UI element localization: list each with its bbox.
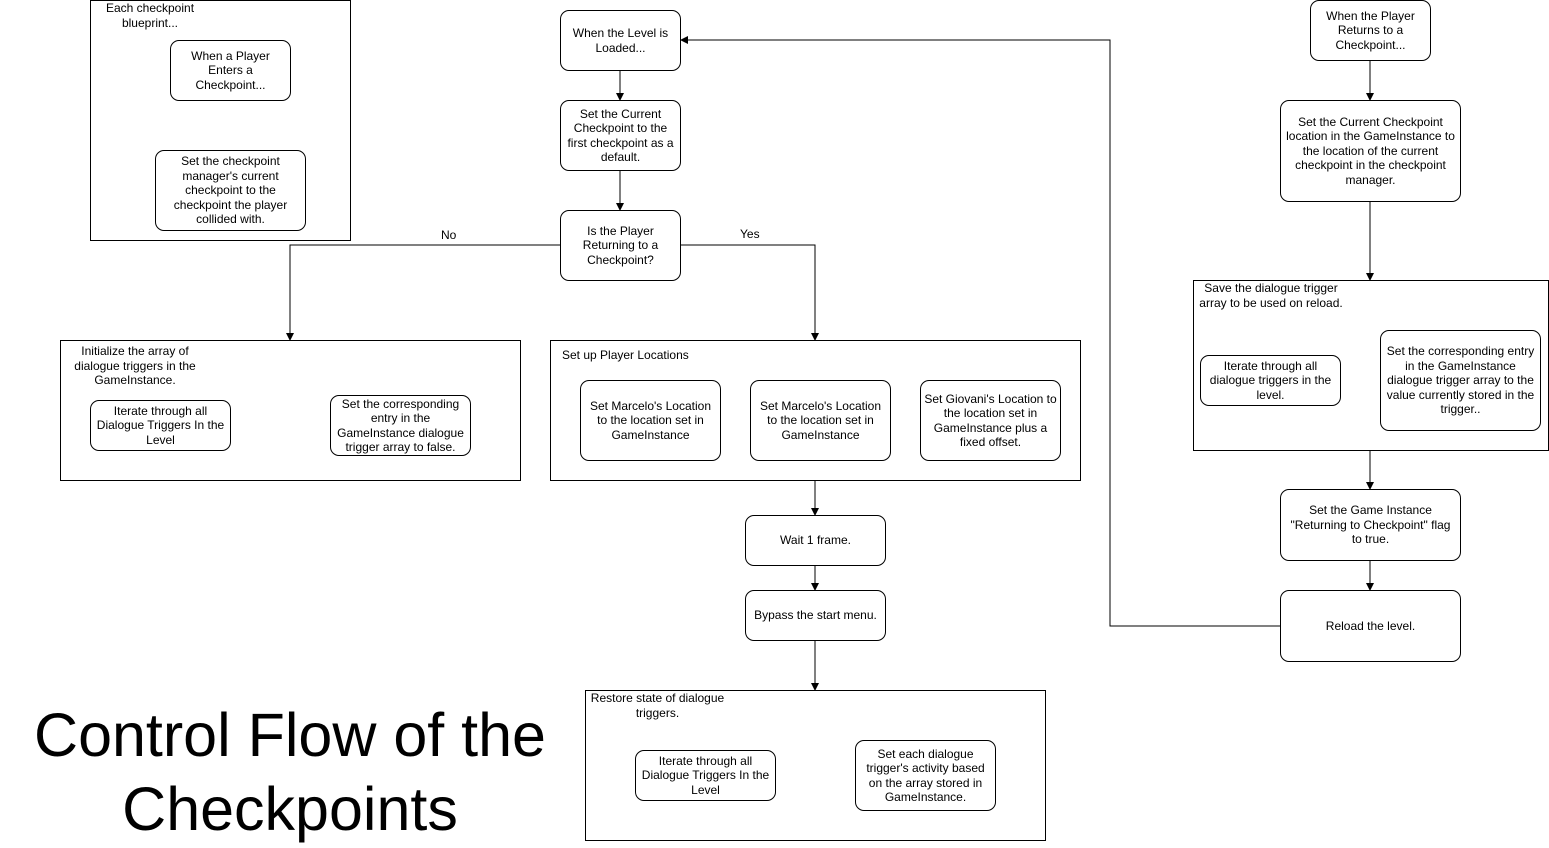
node-set-gameinstance-location: Set the Current Checkpoint location in t… (1280, 100, 1461, 202)
node-init-set-false: Set the corresponding entry in the GameI… (330, 395, 471, 456)
group-label-checkpoint-blueprint: Each checkpoint blueprint... (105, 1, 195, 30)
group-label-initialize-array: Initialize the array of dialogue trigger… (74, 344, 196, 387)
node-player-enters-checkpoint: When a Player Enters a Checkpoint... (170, 40, 291, 101)
edge-label-no: No (441, 228, 457, 242)
node-marcelo-location-2: Set Marcelo's Location to the location s… (750, 380, 891, 461)
node-save-set-entry: Set the corresponding entry in the GameI… (1380, 330, 1541, 431)
node-set-first-checkpoint: Set the Current Checkpoint to the first … (560, 100, 681, 171)
diagram-title: Control Flow of the Checkpoints (34, 701, 546, 843)
node-bypass-start-menu: Bypass the start menu. (745, 590, 886, 641)
edge-label-yes: Yes (740, 227, 760, 241)
node-reload-level: Reload the level. (1280, 590, 1461, 662)
node-restore-set-activity: Set each dialogue trigger's activity bas… (855, 740, 996, 811)
node-init-iterate-triggers: Iterate through all Dialogue Triggers In… (90, 400, 231, 451)
node-save-iterate-triggers: Iterate through all dialogue triggers in… (1200, 355, 1341, 406)
node-restore-iterate-triggers: Iterate through all Dialogue Triggers In… (635, 750, 776, 801)
node-player-returns-checkpoint: When the Player Returns to a Checkpoint.… (1310, 0, 1431, 61)
group-label-player-locations: Set up Player Locations (562, 348, 689, 362)
arrow-reload-to-loaded (680, 36, 1280, 627)
group-label-restore-dialogue: Restore state of dialogue triggers. (590, 691, 725, 720)
node-set-manager-checkpoint: Set the checkpoint manager's current che… (155, 150, 306, 231)
arrow-yes-branch (680, 244, 819, 341)
node-marcelo-location-1: Set Marcelo's Location to the location s… (580, 380, 721, 461)
group-label-save-dialogue: Save the dialogue trigger array to be us… (1199, 281, 1343, 310)
arrow-no-branch (286, 244, 560, 341)
node-wait-one-frame: Wait 1 frame. (745, 515, 886, 566)
node-giovani-location: Set Giovani's Location to the location s… (920, 380, 1061, 461)
node-is-player-returning: Is the Player Returning to a Checkpoint? (560, 210, 681, 281)
node-set-returning-flag: Set the Game Instance "Returning to Chec… (1280, 489, 1461, 561)
node-level-loaded: When the Level is Loaded... (560, 10, 681, 71)
